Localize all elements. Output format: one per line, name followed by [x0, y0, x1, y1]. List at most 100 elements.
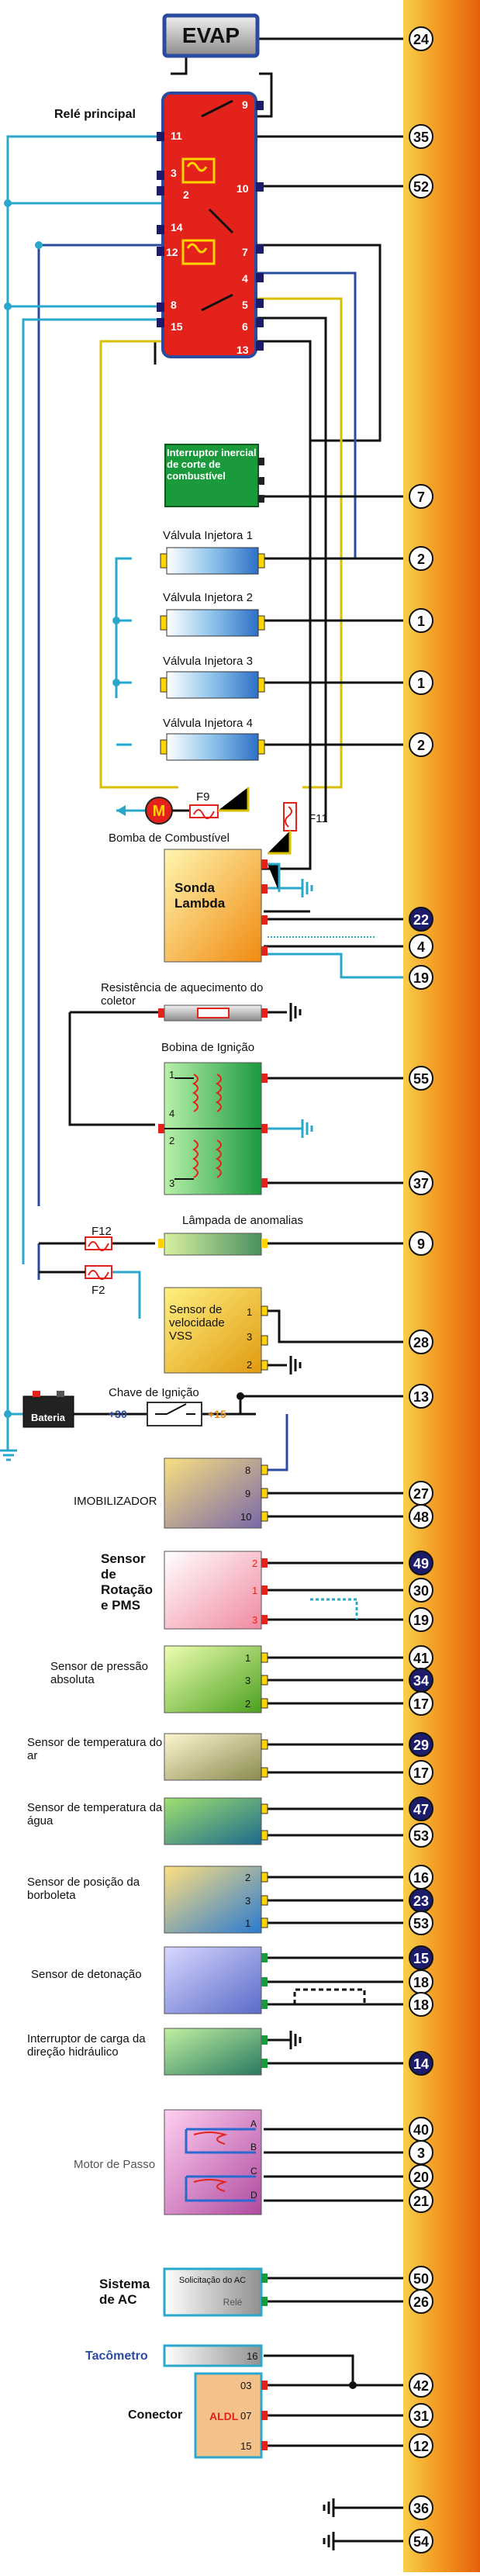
- tps-sensor: Sensor de posição da borboleta 2 3 1: [27, 1865, 268, 1934]
- ecu-pin-circle: [409, 608, 433, 633]
- ecu-pin-number: 35: [413, 130, 429, 145]
- relay-pin-7: 7: [242, 246, 248, 258]
- main-relay: Relé principal 11 3 2 14 12 8 15 9: [54, 92, 264, 358]
- ecu-pin-number: 4: [417, 939, 425, 955]
- map-label: Sensor de pressão absoluta: [50, 1660, 148, 1686]
- ecu-pin-circle: [409, 124, 433, 149]
- relay-pin-3: 3: [171, 167, 177, 179]
- ecu-pin-number: 31: [413, 2408, 429, 2424]
- battery-label: Bateria: [31, 1412, 66, 1423]
- fuel-pump: M F9 Bomba de Combustível F11: [109, 787, 328, 855]
- injector-4-label: Válvula Injetora 4: [163, 717, 253, 730]
- ac-relay-label: Relé: [223, 2297, 243, 2308]
- water-temp-label: Sensor de temperatura da água: [27, 1801, 163, 1827]
- ground-icon: [289, 1003, 302, 1022]
- relay-pin-15: 15: [171, 320, 183, 333]
- water-temp-sensor: Sensor de temperatura da água: [27, 1797, 268, 1845]
- tacho-label: Tacômetro: [85, 2350, 148, 2363]
- ecu-pin-number: 20: [413, 2170, 429, 2185]
- ground-icon: [0, 1449, 17, 1461]
- junction-dots: [4, 199, 120, 1418]
- ignition-label: Chave de Ignição: [109, 1386, 199, 1399]
- relay-contact-icon: [201, 293, 233, 312]
- ecu-pin-number: 7: [417, 489, 425, 505]
- mil-label: Lâmpada de anomalias: [182, 1214, 303, 1227]
- ecu-pin-circle: [409, 1823, 433, 1848]
- vss-label: Sensor de velocidade VSS: [169, 1303, 225, 1343]
- ground-arrow-icon: [116, 805, 126, 816]
- tacho-pin: 16: [247, 2350, 257, 2362]
- fuse-f2-label: F2: [92, 1284, 105, 1297]
- relay-contact-icon: [201, 99, 233, 118]
- ecu-pin-number: 14: [413, 2056, 429, 2072]
- ecu-pin-circle: [409, 2289, 433, 2314]
- ecu-pin-number: 28: [413, 1335, 429, 1350]
- ground-icon: [323, 2498, 335, 2550]
- relay-coil-icon: [181, 239, 216, 265]
- ecu-pin-number: 19: [413, 1613, 429, 1628]
- ecu-pin-number: 3: [417, 2146, 425, 2161]
- vss-pin-2: 2: [247, 1359, 252, 1371]
- ecu-pin-number: 40: [413, 2122, 429, 2138]
- tps-pin-3: 3: [245, 1895, 250, 1907]
- ecu-pin-number: 1: [417, 676, 425, 691]
- ecu-pin-number: 53: [413, 1828, 429, 1844]
- ecu-pin-circle: [409, 1760, 433, 1785]
- ecu-pin-number: 34: [413, 1673, 429, 1689]
- ecu-pin-circle: [409, 174, 433, 199]
- ecu-pin-circle: [409, 2051, 433, 2076]
- vss-pin-1: 1: [247, 1306, 252, 1318]
- tps-label: Sensor de posição da borboleta: [27, 1876, 140, 1902]
- aldl-label: Conector: [128, 2408, 182, 2422]
- ecu-pin-number: 27: [413, 1486, 429, 1502]
- relay-pin-9: 9: [242, 99, 248, 111]
- stepper-pin-d: D: [250, 2190, 257, 2201]
- immobilizer: IMOBILIZADOR 8 9 10: [74, 1457, 268, 1529]
- ecu-pin-circle: [409, 732, 433, 757]
- stepper-motor: Motor de Passo A B C D: [74, 2109, 262, 2215]
- immobilizer-label: IMOBILIZADOR: [74, 1495, 157, 1508]
- ecu-pin-circle: [409, 1329, 433, 1354]
- ecu-pin-number: 2: [417, 552, 425, 567]
- ecu-pin-number: 54: [413, 2534, 429, 2550]
- coil-pin-1: 1: [169, 1069, 174, 1081]
- malfunction-lamp: Lâmpada de anomalias: [158, 1214, 303, 1256]
- coil-icon: [192, 1074, 222, 1178]
- ecu-pin-circle: [409, 2495, 433, 2520]
- power-steering-switch: Interruptor de carga da direção hidráuli…: [27, 2028, 302, 2076]
- lambda-label: Sonda Lambda: [174, 880, 226, 911]
- aldl-connector: Conector ALDL 03 07 15: [128, 2372, 268, 2459]
- relay-pin-8: 8: [171, 299, 177, 311]
- ecu-pin-number: 13: [413, 1389, 429, 1405]
- ignition-plus30: +30: [109, 1408, 127, 1420]
- immo-pin-9: 9: [245, 1488, 250, 1499]
- coil-label: Bobina de Ignição: [161, 1041, 254, 1054]
- ecu-pin-circle: [409, 1504, 433, 1529]
- relay-pin-11: 11: [171, 130, 182, 142]
- fuse-f11-label: F11: [309, 812, 328, 825]
- ecu-pin-circle: [409, 2373, 433, 2398]
- ecu-pin-number: 24: [413, 32, 429, 47]
- ignition-switch: Chave de Ignição +30 +15: [109, 1386, 226, 1426]
- aldl-pin-03: 03: [240, 2380, 251, 2391]
- evap-valve: EVAP: [162, 13, 260, 58]
- ecu-pin-circle: [409, 2529, 433, 2554]
- relay-pin-6: 6: [242, 320, 248, 333]
- coil-pin-4: 4: [169, 1108, 174, 1119]
- knock-sensor: Sensor de detonação: [31, 1946, 268, 2014]
- lambda-sensor: Sonda Lambda: [164, 849, 376, 963]
- ecu-pin-circle: [409, 965, 433, 990]
- relay-contact-icon: [208, 208, 234, 234]
- evap-label: EVAP: [182, 23, 240, 47]
- ecu-pin-circle: [409, 2433, 433, 2458]
- stepper-pin-c: C: [250, 2166, 257, 2177]
- injector-3-label: Válvula Injetora 3: [163, 655, 253, 668]
- injector-1-label: Válvula Injetora 1: [163, 529, 253, 542]
- ground-icon: [301, 879, 313, 897]
- ecu-pin-number: 41: [413, 1651, 429, 1666]
- ecu-pin-number: 18: [413, 1997, 429, 2013]
- ecu-pin-number: 17: [413, 1696, 429, 1712]
- ecu-pin-circle: [409, 2188, 433, 2213]
- ecu-pin-circle: [409, 484, 433, 509]
